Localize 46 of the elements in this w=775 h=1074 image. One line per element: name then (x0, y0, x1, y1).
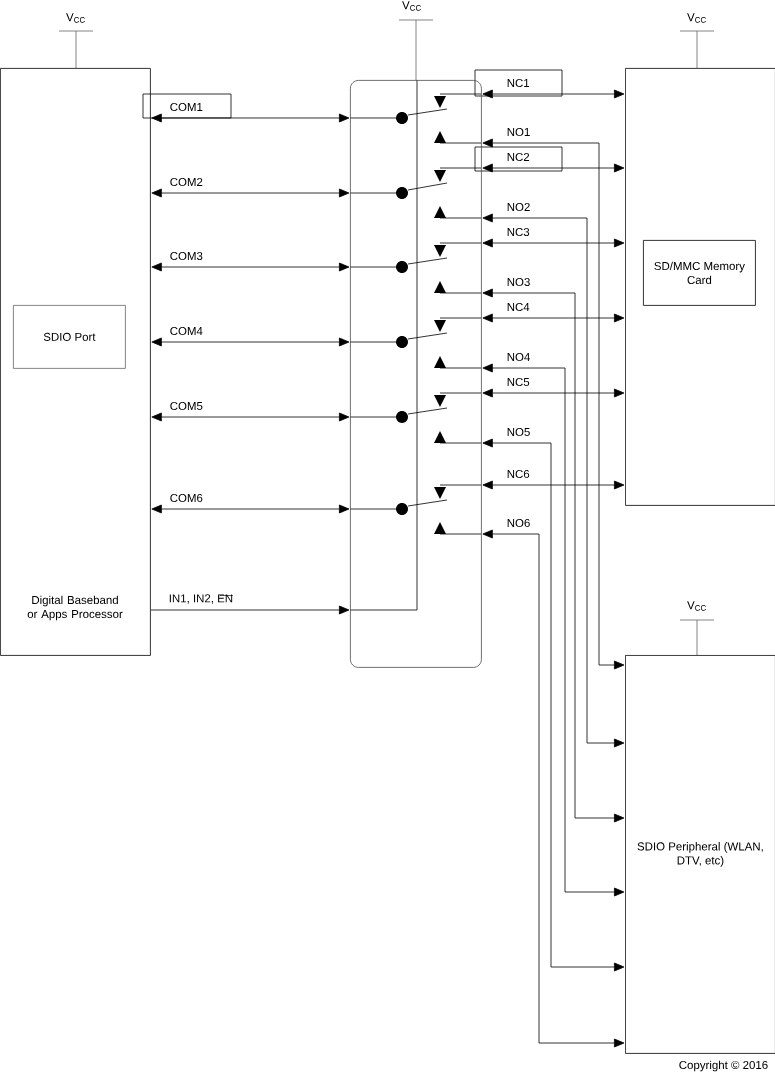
edge-label: NC3 (507, 227, 530, 237)
arrow (482, 89, 625, 99)
arrow (482, 529, 625, 1048)
edge-label: NO4 (507, 352, 530, 362)
edge-label: NO2 (507, 202, 530, 212)
edge-label: NO6 (507, 518, 530, 528)
edge-label: NC5 (507, 377, 530, 387)
edge-label: COM1 (170, 102, 203, 112)
edge-label: NC2 (507, 152, 530, 162)
edge-label: NO5 (507, 427, 530, 437)
supply-label: V$_{CC}$ (66, 13, 85, 23)
supply-label: V$_{CC}$ (687, 601, 706, 611)
arrow (151, 188, 350, 198)
arrow (482, 480, 625, 490)
edge-label: NC1 (507, 78, 530, 88)
arrow (151, 113, 350, 123)
arrow (482, 288, 625, 823)
edge-label: IN1, IN2, EN (169, 594, 234, 604)
arrow (482, 388, 625, 398)
arrow (151, 337, 350, 347)
arrow (482, 438, 625, 972)
edge-label: COM6 (170, 493, 203, 503)
arrow (151, 504, 350, 514)
arrow (151, 412, 350, 422)
arrow (482, 213, 625, 748)
edge-label: NO1 (507, 127, 530, 137)
memory-card-box: SD/MMC Memory Card (643, 240, 756, 306)
peripheral-box: SDIO Peripheral (WLAN, DTV, etc) (625, 655, 775, 1054)
arrow (482, 238, 625, 248)
port-box: SDIO Port (13, 305, 126, 369)
arrow (482, 313, 625, 323)
arrow (482, 138, 625, 670)
edge-label: COM2 (170, 177, 203, 187)
arrow (150, 605, 350, 615)
edge-label: COM4 (170, 326, 203, 336)
edge-label: NO3 (507, 277, 530, 287)
supply-label: V$_{CC}$ (687, 13, 706, 23)
edge-label: COM5 (170, 401, 203, 411)
arrow (151, 262, 350, 272)
supply-label: V$_{CC}$ (402, 1, 421, 11)
edge-label: NC4 (507, 302, 530, 312)
arrow (482, 163, 625, 173)
edge-label: NC6 (507, 469, 530, 479)
arrow (482, 363, 625, 897)
edge-label: COM3 (170, 251, 203, 261)
card-slot-box (625, 68, 775, 506)
